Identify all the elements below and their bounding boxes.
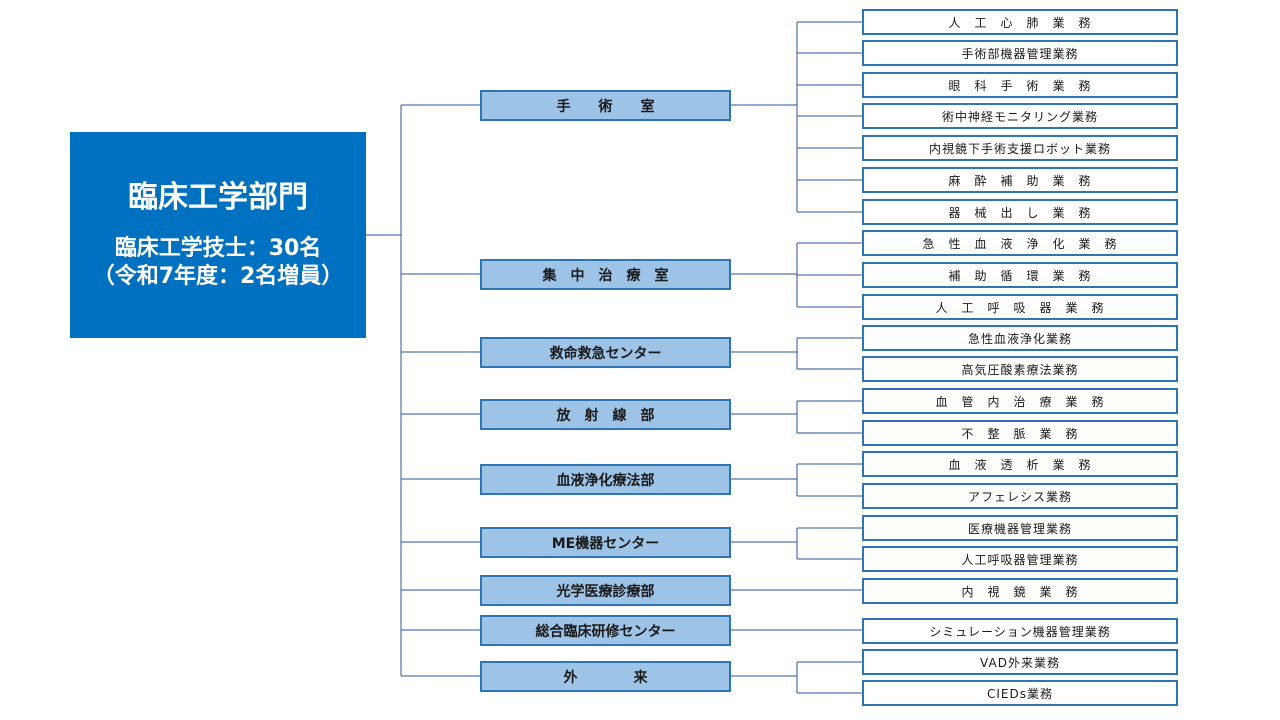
task-box: 急 性 血 液 浄 化 業 務 bbox=[862, 230, 1178, 256]
task-box: 急性血液浄化業務 bbox=[862, 325, 1178, 351]
task-box: 器 械 出 し 業 務 bbox=[862, 199, 1178, 225]
task-box: CIEDs業務 bbox=[862, 680, 1178, 706]
department-box: 手 術 室 bbox=[480, 90, 731, 121]
task-box: 眼 科 手 術 業 務 bbox=[862, 72, 1178, 98]
task-box: 人 工 心 肺 業 務 bbox=[862, 9, 1178, 35]
task-box: 麻 酔 補 助 業 務 bbox=[862, 167, 1178, 193]
task-box: シミュレーション機器管理業務 bbox=[862, 618, 1178, 644]
department-box: ME機器センター bbox=[480, 527, 731, 558]
department-box: 血液浄化療法部 bbox=[480, 464, 731, 495]
department-box: 救命救急センター bbox=[480, 337, 731, 368]
root-title: 臨床工学部門 bbox=[128, 180, 308, 215]
task-box: 術中神経モニタリング業務 bbox=[862, 103, 1178, 129]
task-box: 内視鏡下手術支援ロボット業務 bbox=[862, 135, 1178, 161]
task-box: 高気圧酸素療法業務 bbox=[862, 356, 1178, 382]
task-box: 血 管 内 治 療 業 務 bbox=[862, 388, 1178, 414]
department-box: 集 中 治 療 室 bbox=[480, 259, 731, 290]
department-box: 光学医療診療部 bbox=[480, 575, 731, 606]
department-box: 外 来 bbox=[480, 661, 731, 692]
task-box: 血 液 透 析 業 務 bbox=[862, 451, 1178, 477]
department-box: 放 射 線 部 bbox=[480, 399, 731, 430]
task-box: アフェレシス業務 bbox=[862, 483, 1178, 509]
task-box: 医療機器管理業務 bbox=[862, 515, 1178, 541]
root-node: 臨床工学部門 臨床工学技士：30名 （令和7年度：2名増員） bbox=[70, 132, 366, 338]
task-box: 手術部機器管理業務 bbox=[862, 40, 1178, 66]
task-box: 人工呼吸器管理業務 bbox=[862, 546, 1178, 572]
department-box: 総合臨床研修センター bbox=[480, 615, 731, 646]
task-box: 人 工 呼 吸 器 業 務 bbox=[862, 294, 1178, 320]
root-staff-count: 臨床工学技士：30名 bbox=[114, 236, 322, 261]
root-staff-note: （令和7年度：2名増員） bbox=[92, 264, 344, 289]
task-box: 不 整 脈 業 務 bbox=[862, 420, 1178, 446]
task-box: VAD外来業務 bbox=[862, 649, 1178, 675]
task-box: 補 助 循 環 業 務 bbox=[862, 262, 1178, 288]
task-box: 内 視 鏡 業 務 bbox=[862, 578, 1178, 604]
